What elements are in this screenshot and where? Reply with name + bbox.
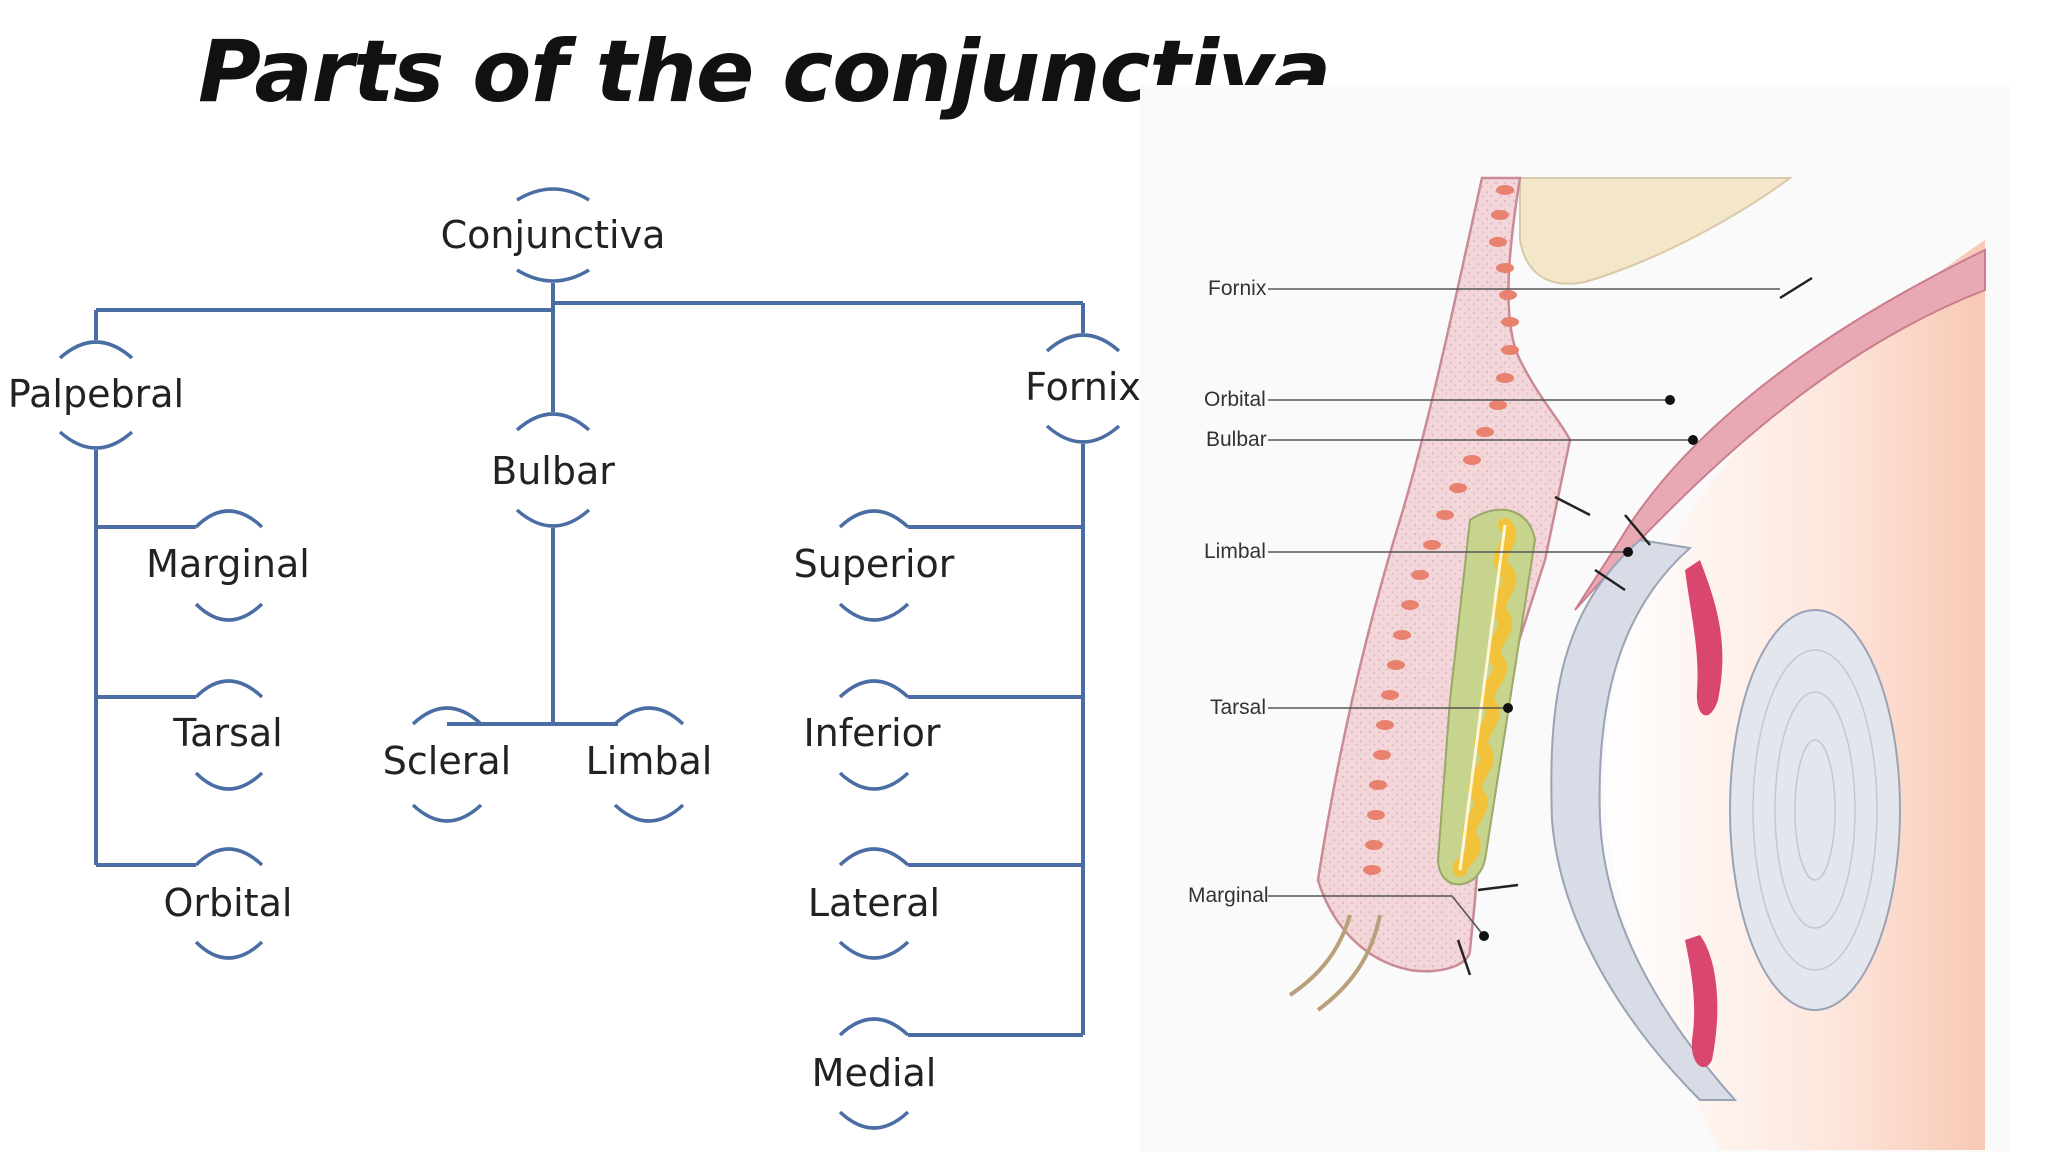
node-label-tarsal: Tarsal [172,711,282,755]
node-superior: Superior [794,509,955,622]
node-label-fornix: Fornix [1025,365,1141,409]
illustration-label-marginal: Marginal [1188,884,1269,907]
illustration-label-limbal: Limbal [1204,540,1266,563]
node-bulbar: Bulbar [491,412,615,528]
node-orbital: Orbital [164,847,293,960]
iris-lower [1685,935,1718,1068]
node-label-limbal: Limbal [586,739,713,783]
meibomian-gland [1452,518,1517,877]
tarsal-plate [1436,508,1537,886]
node-marginal: Marginal [146,509,310,622]
node-label-conjunctiva: Conjunctiva [441,213,666,257]
tree-connectors [94,283,1085,1037]
node-limbal: Limbal [586,706,713,823]
illustration-label-orbital: Orbital [1204,388,1266,411]
node-medial: Medial [812,1017,937,1130]
lens [1729,609,1901,1011]
iris-upper [1685,560,1723,716]
illustration-leaders [1268,288,1780,941]
node-lateral: Lateral [808,847,940,960]
node-label-inferior: Inferior [803,711,940,755]
orbicularis-muscle [1363,185,1519,875]
eyelid [1316,176,1572,973]
eyelash-1 [1288,914,1352,997]
node-tarsal: Tarsal [172,679,283,791]
node-label-orbital: Orbital [164,881,293,925]
node-fornix: Fornix [1025,333,1141,444]
node-scleral: Scleral [383,706,511,823]
illustration-label-tarsal: Tarsal [1210,696,1266,719]
illustration-label-bulbar: Bulbar [1206,428,1267,451]
node-label-lateral: Lateral [808,881,940,925]
globe-interior [1604,240,1985,1150]
node-label-medial: Medial [812,1051,937,1095]
node-inferior: Inferior [803,679,941,791]
node-conjunctiva: Conjunctiva [441,187,666,283]
conjunctiva-tree-diagram: Conjunctiva Palpebral Bulbar Fornix Marg… [8,187,1141,1130]
boundary-ticks [1456,276,1813,976]
sclera-band [1574,248,1986,611]
cornea [1550,538,1738,1101]
illustration-labels: Fornix Orbital Bulbar Limbal Tarsal Marg… [1188,277,1269,907]
node-label-superior: Superior [794,542,955,586]
node-palpebral: Palpebral [8,340,184,450]
node-label-bulbar: Bulbar [491,449,615,493]
eyelash-2 [1316,914,1382,1012]
illustration-backdrop [1140,85,2010,1152]
node-label-palpebral: Palpebral [8,372,184,416]
orbital-tissue [1519,177,1794,285]
node-label-marginal: Marginal [146,542,310,586]
illustration-label-fornix: Fornix [1208,277,1267,300]
gland-duct [1458,524,1507,871]
node-label-scleral: Scleral [383,739,511,783]
